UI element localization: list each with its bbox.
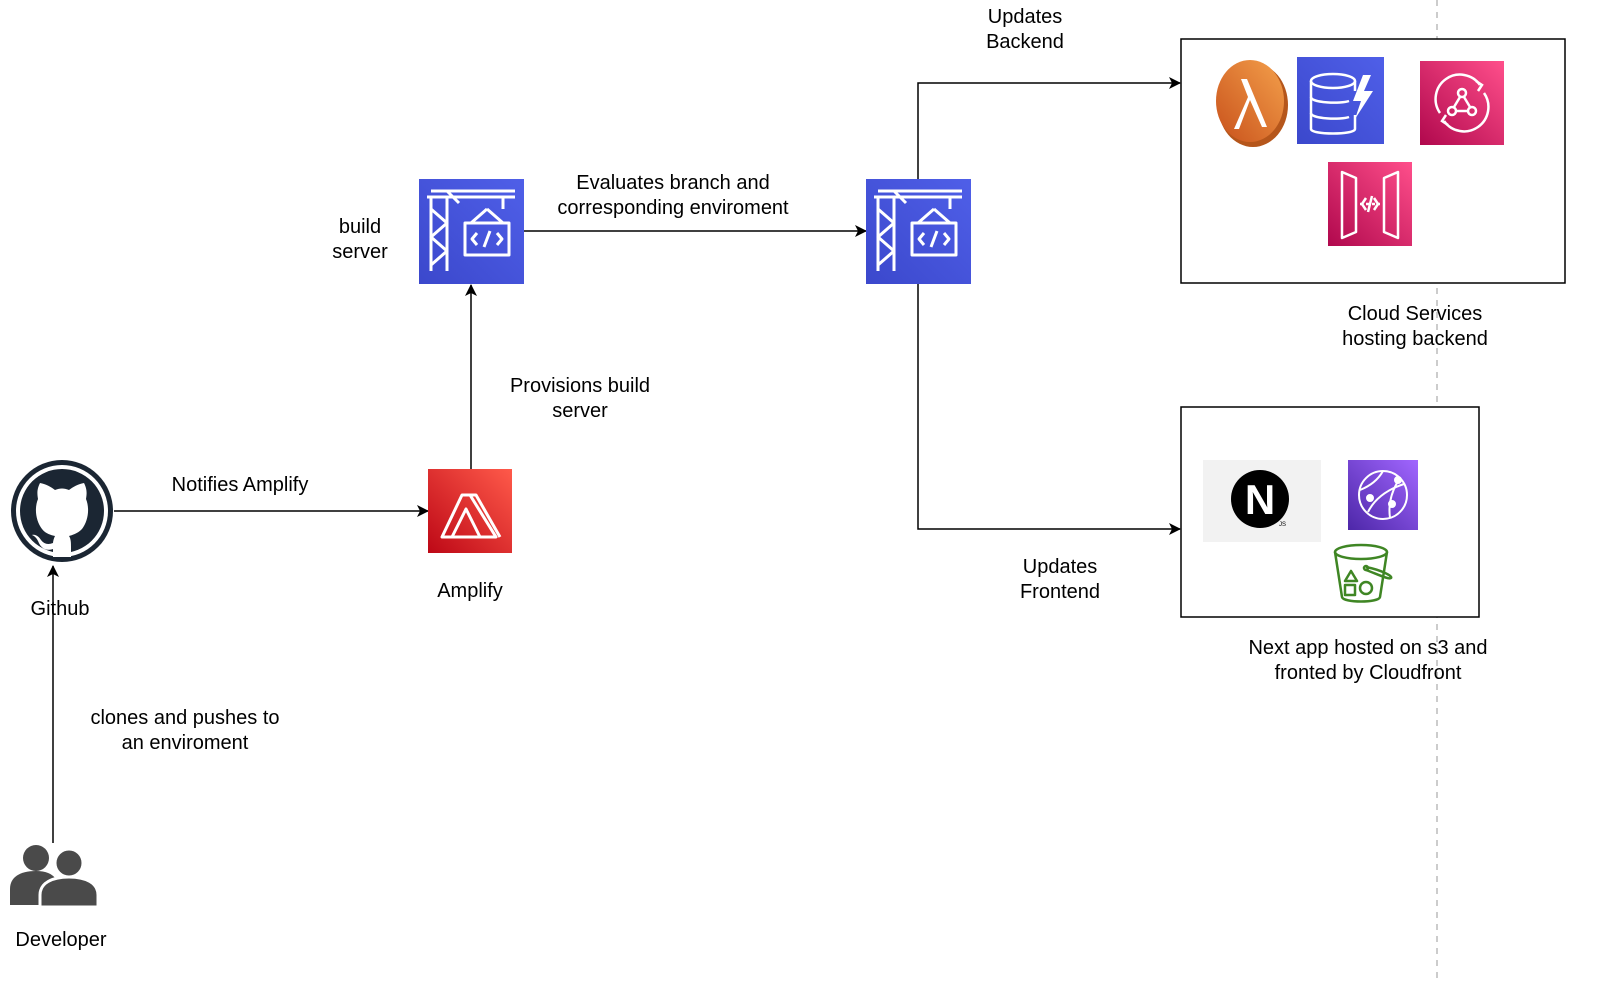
lambda-icon	[1216, 60, 1288, 147]
build-server-icon	[419, 179, 524, 284]
developer-users-icon	[10, 845, 100, 909]
amplify-icon	[428, 469, 512, 553]
label-developer: Developer	[15, 929, 107, 951]
appsync-icon	[1420, 61, 1504, 145]
edge-updates-backend	[917, 77, 1181, 179]
nextjs-icon: N JS	[1203, 460, 1321, 542]
api-gateway-icon	[1328, 162, 1412, 246]
label-notifies-amplify: Notifies Amplify	[171, 474, 309, 496]
cloudfront-icon	[1348, 460, 1418, 530]
github-icon	[11, 460, 113, 562]
dynamodb-icon	[1297, 57, 1384, 144]
s3-bucket-icon	[1333, 543, 1393, 603]
nextjs-logo-letter: N	[1245, 476, 1275, 523]
nextjs-logo-suffix: JS	[1279, 522, 1286, 528]
build-server-deploy-icon	[866, 179, 971, 284]
label-amplify: Amplify	[437, 580, 503, 602]
edge-updates-frontend	[917, 284, 1181, 535]
label-github: Github	[30, 598, 90, 620]
